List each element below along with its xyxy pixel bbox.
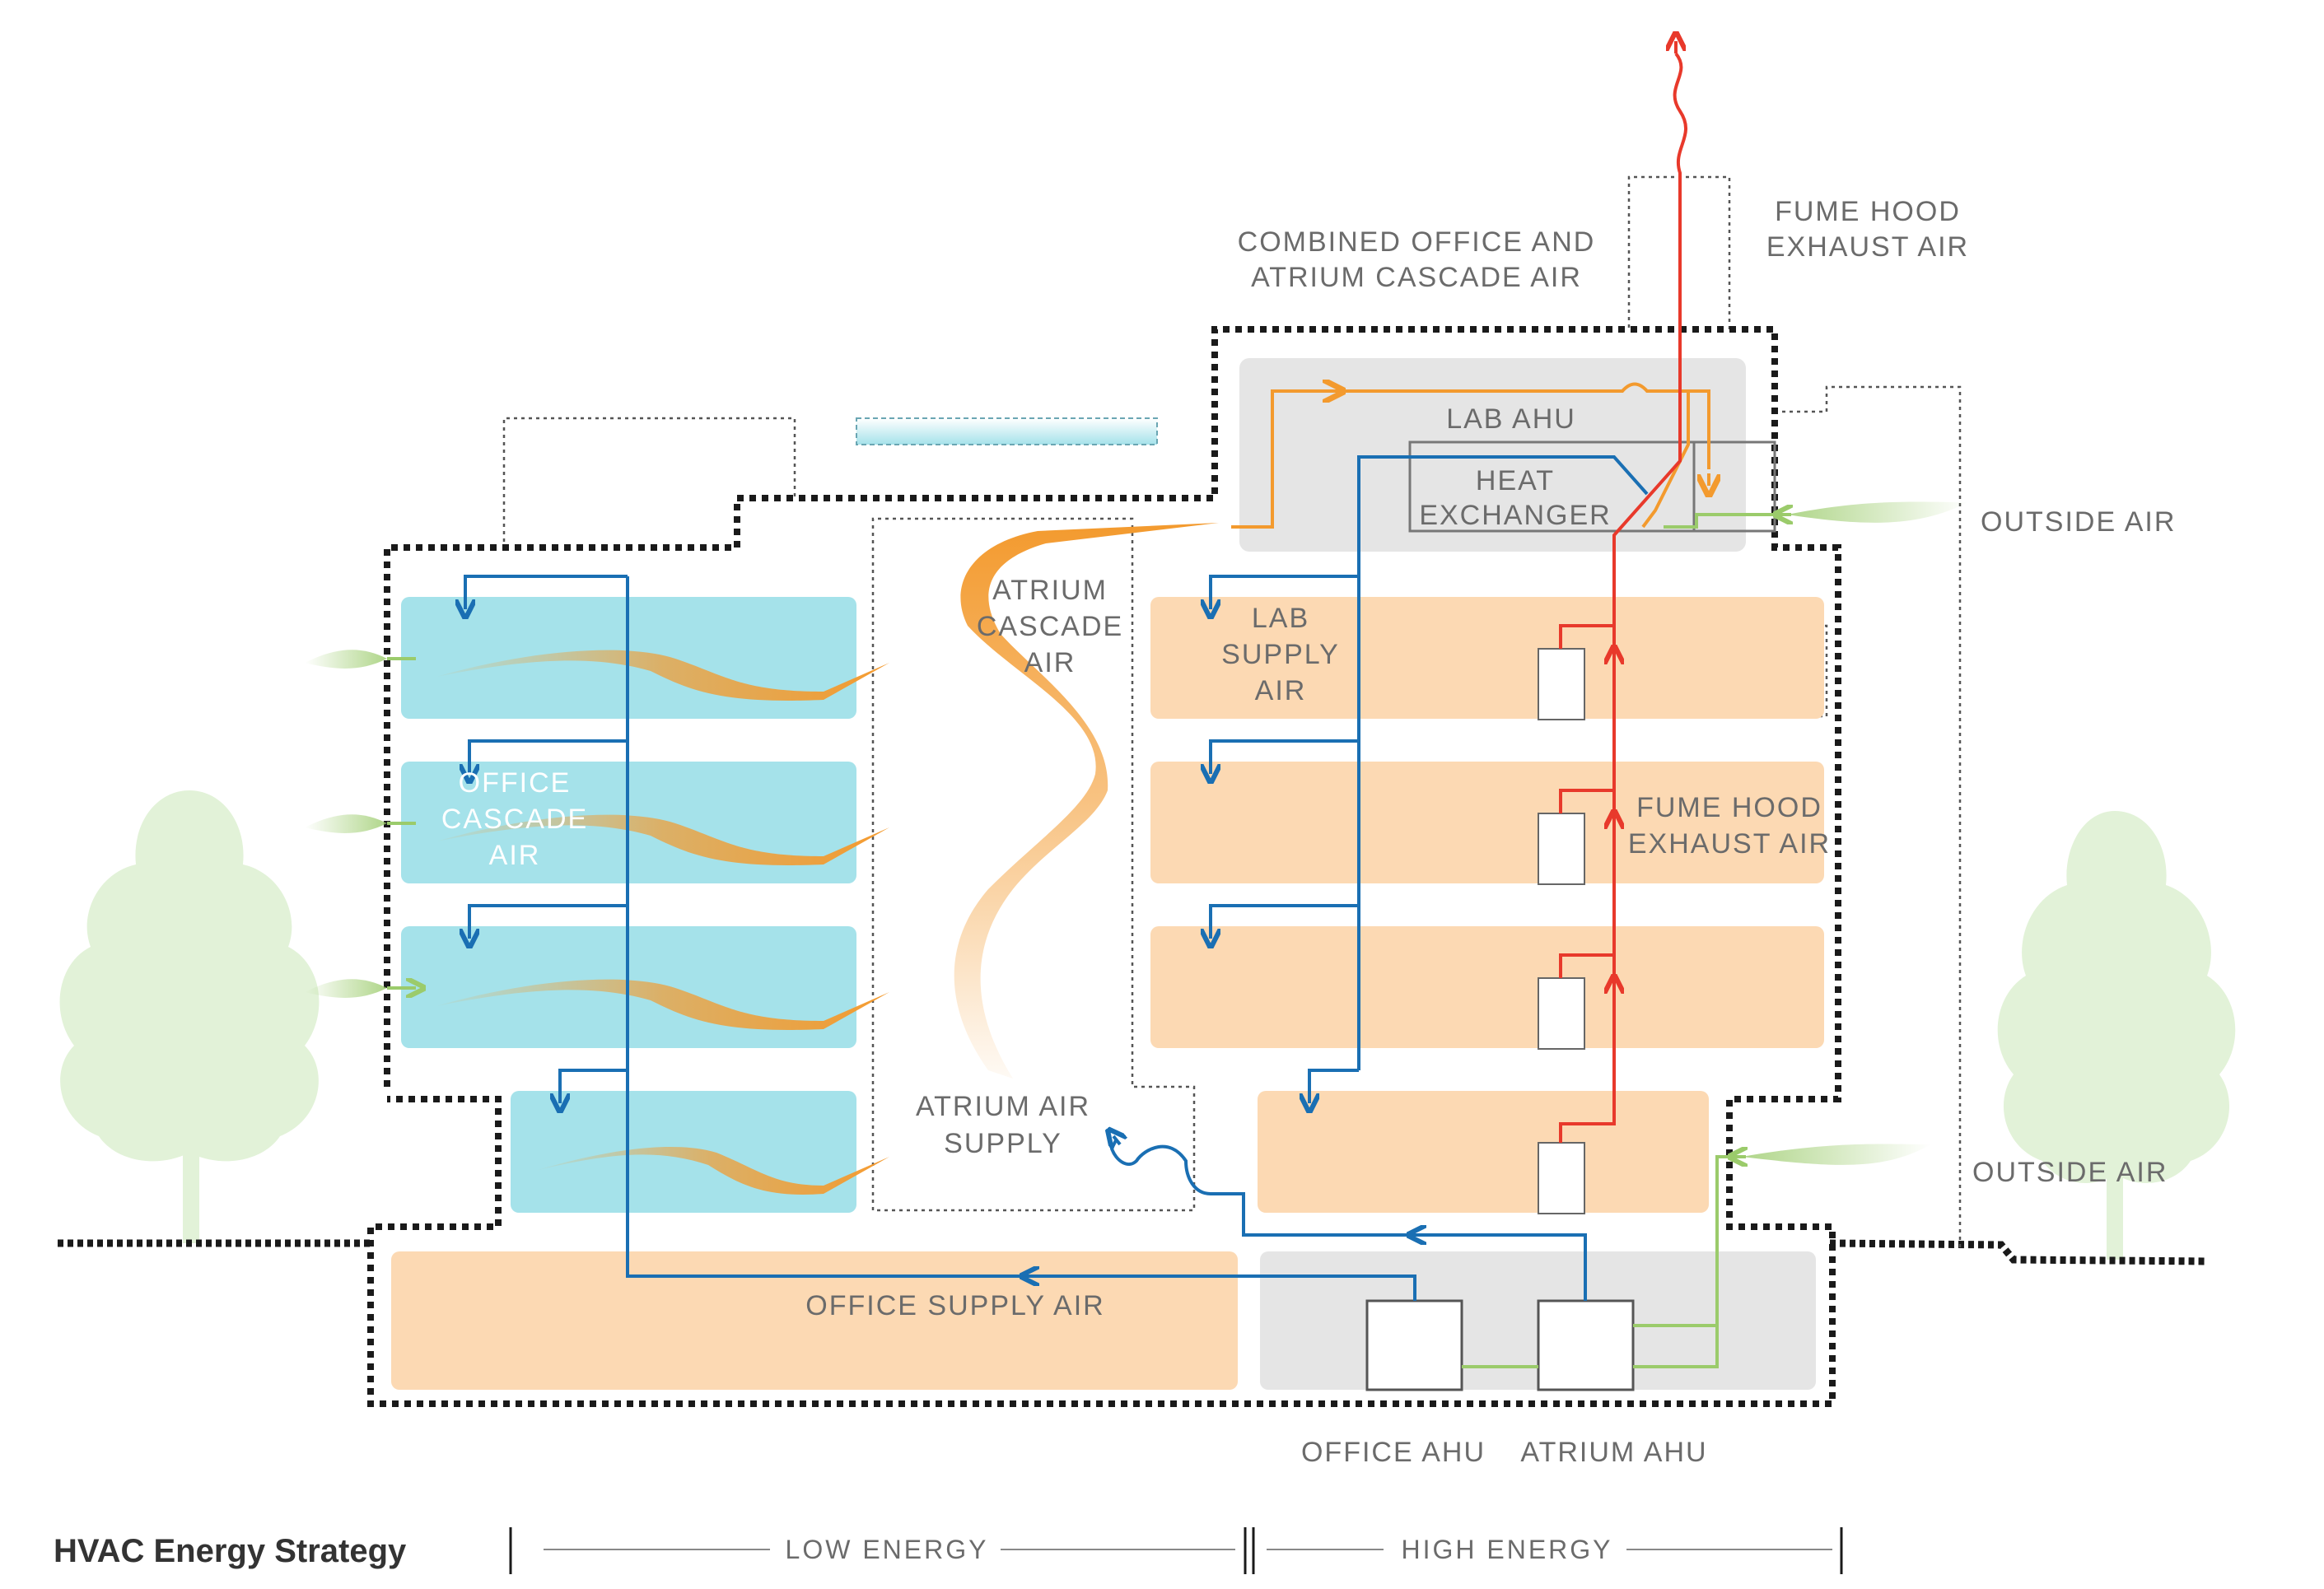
tree-left — [59, 790, 320, 1243]
label-atrium-ahu: ATRIUM AHU — [1520, 1437, 1707, 1468]
label-atrium-cascade-line2: CASCADE — [977, 611, 1123, 642]
atrium-ahu-box — [1537, 1299, 1635, 1391]
tree-right — [1997, 811, 2236, 1260]
basement-office-zone — [391, 1251, 1238, 1390]
diagram-title: HVAC Energy Strategy — [54, 1533, 407, 1569]
label-lab-supply-line2: SUPPLY — [1221, 639, 1340, 670]
atrium-cascade-ribbon — [954, 523, 1219, 1079]
label-lab-supply-line3: AIR — [1255, 675, 1307, 706]
lab-floor-4 — [1258, 1091, 1709, 1213]
label-outside-air-bottom: OUTSIDE AIR — [1972, 1157, 2168, 1188]
label-fume-mid-line1: FUME HOOD — [1636, 792, 1822, 823]
label-fume-mid-line2: EXHAUST AIR — [1628, 828, 1831, 860]
fume-hood-2 — [1538, 813, 1585, 885]
label-combined-line2: ATRIUM CASCADE AIR — [1251, 262, 1582, 293]
fume-hood-4 — [1538, 1142, 1585, 1214]
label-lab-supply-line1: LAB — [1252, 603, 1309, 634]
label-fume-top-line2: EXHAUST AIR — [1766, 231, 1969, 263]
labels: COMBINED OFFICE AND ATRIUM CASCADE AIR F… — [441, 196, 2176, 1468]
lab-floor-3 — [1150, 926, 1824, 1048]
label-atrium-cascade-line3: AIR — [1024, 647, 1076, 678]
energy-legend: HVAC Energy Strategy LOW ENERGY HIGH ENE… — [54, 1527, 1843, 1574]
fume-hood-3 — [1538, 977, 1585, 1050]
label-combined-line1: COMBINED OFFICE AND — [1238, 226, 1596, 258]
label-fume-top-line1: FUME HOOD — [1775, 196, 1961, 227]
label-outside-air-top: OUTSIDE AIR — [1981, 506, 2176, 538]
label-office-ahu: OFFICE AHU — [1301, 1437, 1486, 1468]
fume-hood-1 — [1538, 648, 1585, 720]
office-ahu-box — [1365, 1299, 1463, 1391]
lab-floor-2 — [1150, 762, 1824, 883]
label-office-cascade-line1: OFFICE — [459, 767, 572, 799]
building-outline — [367, 326, 1841, 1407]
fume-hoods — [1538, 648, 1585, 1214]
label-atrium-supply-line2: SUPPLY — [944, 1128, 1062, 1159]
label-heat-line1: HEAT — [1476, 465, 1555, 496]
exhaust-air-ducts — [1559, 41, 1688, 1143]
lab-floor-1 — [1150, 597, 1824, 719]
legend-low-energy: LOW ENERGY — [786, 1535, 989, 1564]
legend-high-energy: HIGH ENERGY — [1401, 1535, 1612, 1564]
label-lab-ahu: LAB AHU — [1446, 403, 1576, 435]
lab-zones — [391, 597, 1824, 1390]
label-atrium-supply-line1: ATRIUM AIR — [916, 1091, 1090, 1122]
skylight — [856, 417, 1158, 445]
outside-air-ducts — [1462, 515, 1791, 1368]
lab-ahu-unit-box — [1692, 440, 1776, 533]
ground-line — [58, 1239, 2208, 1265]
label-office-cascade-line2: CASCADE — [441, 804, 588, 835]
outside-air-leaves — [305, 501, 1968, 1165]
supply-air-ducts — [465, 455, 1649, 1301]
office-cascade-ribbons — [436, 650, 889, 1195]
label-office-cascade-line3: AIR — [489, 840, 541, 871]
label-atrium-cascade-line1: ATRIUM — [992, 575, 1108, 606]
label-office-supply-air: OFFICE SUPPLY AIR — [805, 1290, 1104, 1321]
lab-ahu-zone — [1239, 358, 1746, 552]
label-heat-line2: EXCHANGER — [1419, 500, 1611, 531]
